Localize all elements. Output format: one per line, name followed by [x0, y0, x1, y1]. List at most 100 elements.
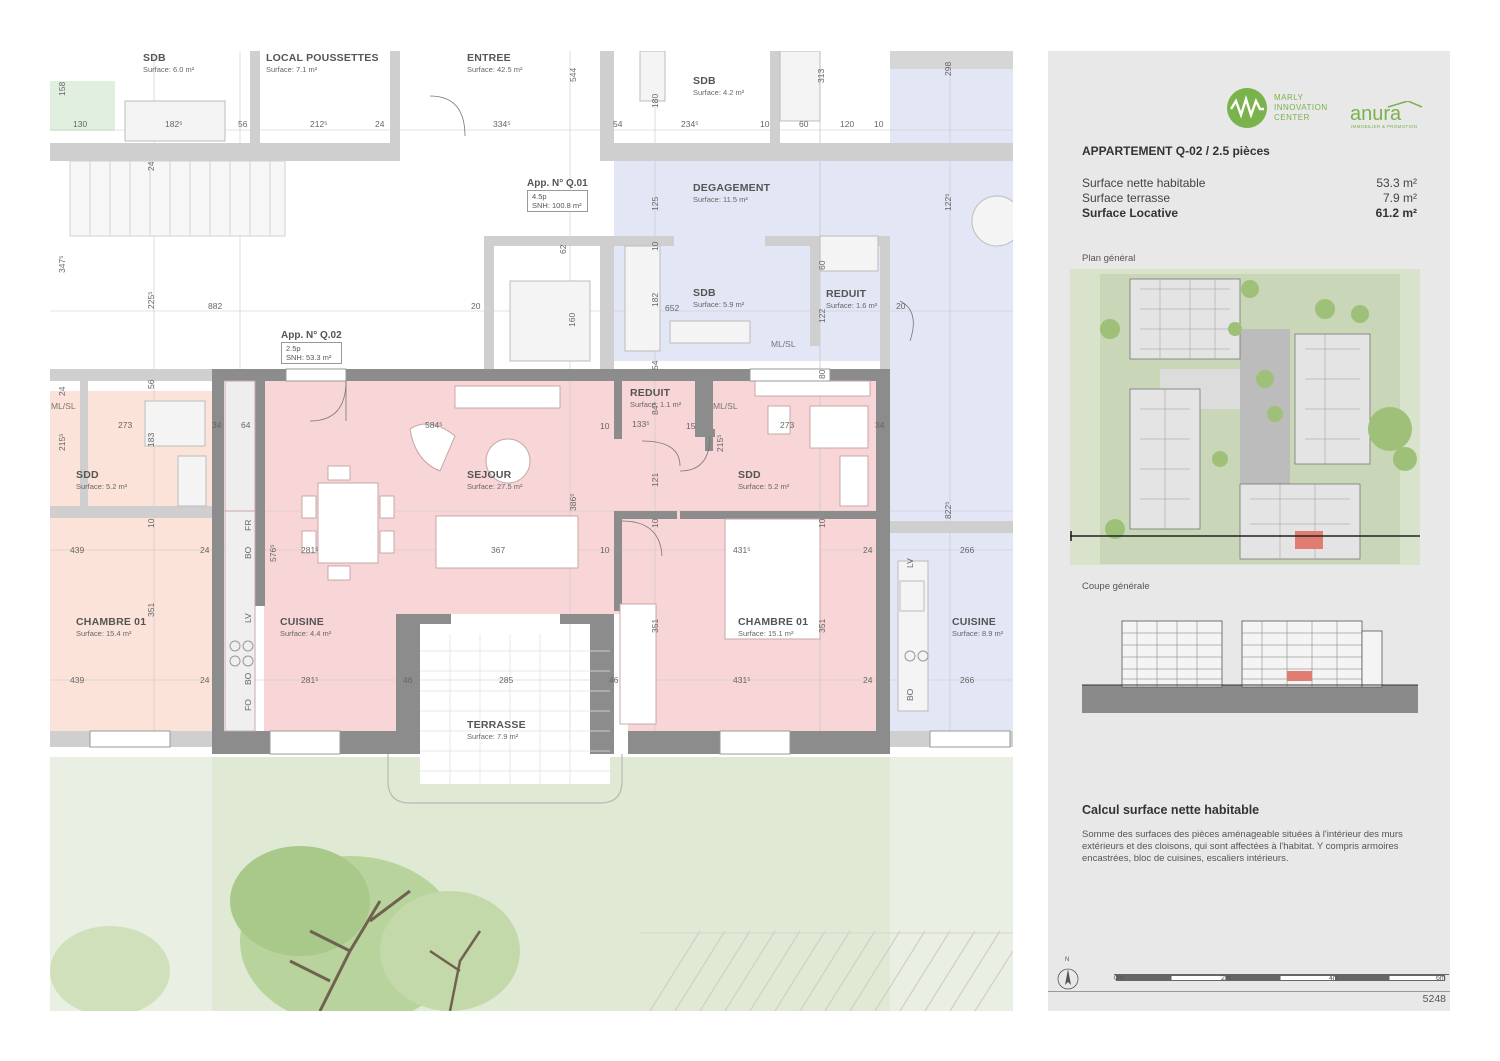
dimension-label: 215⁵	[715, 434, 725, 452]
room-surface: Surface: 15.4 m²	[76, 629, 132, 638]
dimension-label: 431⁵	[733, 545, 751, 555]
surface-row: Surface nette habitable 53.3 m²	[1082, 176, 1417, 190]
dimension-label: 122	[817, 308, 827, 323]
dimension-label: 56	[238, 119, 248, 129]
north-arrow-icon	[1057, 968, 1079, 990]
dimension-label: 273	[118, 420, 133, 430]
dimension-label: 225⁵	[146, 291, 156, 309]
room-name: REDUIT	[826, 288, 867, 300]
dimension-label: 212⁵	[310, 119, 328, 129]
room-name: SDB	[693, 75, 716, 87]
dimension-label: 24	[200, 675, 210, 685]
dimension-label: 133⁵	[632, 419, 650, 429]
room-surface: Surface: 11.5 m²	[693, 195, 748, 204]
dimension-label: 334⁵	[493, 119, 511, 129]
room-surface: Surface: 7.9 m²	[467, 732, 519, 741]
dimension-label: 64	[241, 420, 251, 430]
dimension-label: 121	[650, 472, 660, 487]
page-number: 5248	[1422, 993, 1446, 1005]
dimension-label: 34	[875, 420, 885, 430]
room-name: CUISINE	[280, 616, 324, 628]
dimension-label: 130	[73, 119, 88, 129]
surface-row-total: Surface Locative 61.2 m²	[1082, 206, 1417, 220]
room-surface: Surface: 27.5 m²	[467, 482, 523, 491]
calc-description: Somme des surfaces des pièces aménageabl…	[1082, 829, 1403, 864]
brand-line: CENTER	[1274, 113, 1310, 122]
room-name: CHAMBRE 01	[738, 616, 809, 628]
section-thumbnail	[1082, 620, 1418, 713]
dimension-label: 24	[200, 545, 210, 555]
scale-label: 2m	[1221, 975, 1231, 982]
dimension-label: 180	[650, 93, 660, 108]
dimension-label: 652	[665, 303, 680, 313]
dimension-label: 183	[146, 432, 156, 447]
apartment-tag-q02: App. N° Q.02 2.5p SNH: 53.3 m²	[281, 330, 342, 364]
surface-row-value: 61.2 m²	[1375, 206, 1417, 220]
dimension-label: 584⁵	[425, 420, 443, 430]
room-surface: Surface: 4.2 m²	[693, 88, 745, 97]
dimension-label: 439	[70, 675, 85, 685]
dimension-label: 62	[558, 244, 568, 254]
floor-plan-drawing	[50, 51, 1013, 1011]
room-surface: Surface: 8.9 m²	[952, 629, 1004, 638]
dimension-label: 46	[609, 675, 619, 685]
dimension-label: 46	[403, 675, 413, 685]
surface-row-label: Surface terrasse	[1082, 191, 1171, 205]
scale-label: 4m	[1329, 975, 1339, 982]
scale-bar-line	[1114, 974, 1449, 975]
dimension-label: 10	[817, 518, 827, 528]
room-name: SDD	[76, 469, 99, 481]
dimension-label: 54	[613, 119, 623, 129]
dimension-label: 273	[780, 420, 795, 430]
dimension-label: 313	[816, 68, 826, 83]
surface-row-label: Surface nette habitable	[1082, 176, 1206, 190]
dimension-label: 10	[146, 518, 156, 528]
dimension-label: 160	[567, 312, 577, 327]
scale-bar	[1116, 975, 1445, 981]
room-name: TERRASSE	[467, 719, 526, 731]
apartment-q01-snh: SNH: 100.8 m²	[532, 201, 582, 210]
apartment-tag-q01: App. N° Q.01 4.5p SNH: 100.8 m²	[527, 178, 588, 212]
dimension-label: 182⁵	[165, 119, 183, 129]
dimension-label: 386⁵	[568, 493, 578, 511]
dimension-label: 576⁵	[268, 544, 278, 562]
dimension-label: 24	[863, 545, 873, 555]
scale-label: 6m	[1436, 975, 1446, 982]
dimension-label: 351	[146, 602, 156, 617]
dimension-label: 80	[817, 369, 827, 379]
room-surface: Surface: 5.9 m²	[693, 300, 745, 309]
room-name: DEGAGEMENT	[693, 182, 771, 194]
dimension-label: 266	[960, 545, 975, 555]
dimension-label: 125	[650, 196, 660, 211]
dimension-label: 182	[650, 292, 660, 307]
room-name: CUISINE	[952, 616, 996, 628]
north-label: N	[1065, 957, 1070, 963]
room-surface: Surface: 1.1 m²	[630, 400, 682, 409]
dimension-label: 20	[471, 301, 481, 311]
dishwasher-tag: LV	[905, 558, 915, 568]
surface-row-label: Surface Locative	[1082, 206, 1179, 220]
dimension-label: 544	[568, 67, 578, 82]
dimension-label: 10	[600, 545, 610, 555]
dimension-label: 54	[650, 360, 660, 370]
oven-tag: BO	[905, 688, 915, 701]
room-name: CHAMBRE 01	[76, 616, 147, 628]
dimension-label: 281⁵	[301, 545, 319, 555]
dimension-label: 10	[760, 119, 770, 129]
dimension-label: 10	[650, 518, 660, 528]
dimension-label: 351	[817, 618, 827, 633]
room-surface: Surface: 42.5 m²	[467, 65, 523, 74]
footer-divider	[1048, 991, 1450, 992]
plan-general-label: Plan général	[1082, 253, 1136, 264]
dimension-label: 351	[650, 618, 660, 633]
apartment-q01-title: App. N° Q.01	[527, 178, 588, 189]
dimension-label: 24	[146, 161, 156, 171]
apartment-q02-snh: SNH: 53.3 m²	[286, 353, 332, 362]
room-name: SEJOUR	[467, 469, 512, 481]
washer-dryer-tag: ML/SL	[713, 401, 738, 411]
dimension-label: 24	[57, 386, 67, 396]
room-surface: Surface: 7.1 m²	[266, 65, 318, 74]
brand-line: INNOVATION	[1274, 103, 1328, 112]
room-surface: Surface: 5.2 m²	[76, 482, 128, 491]
dimension-label: 60	[817, 260, 827, 270]
